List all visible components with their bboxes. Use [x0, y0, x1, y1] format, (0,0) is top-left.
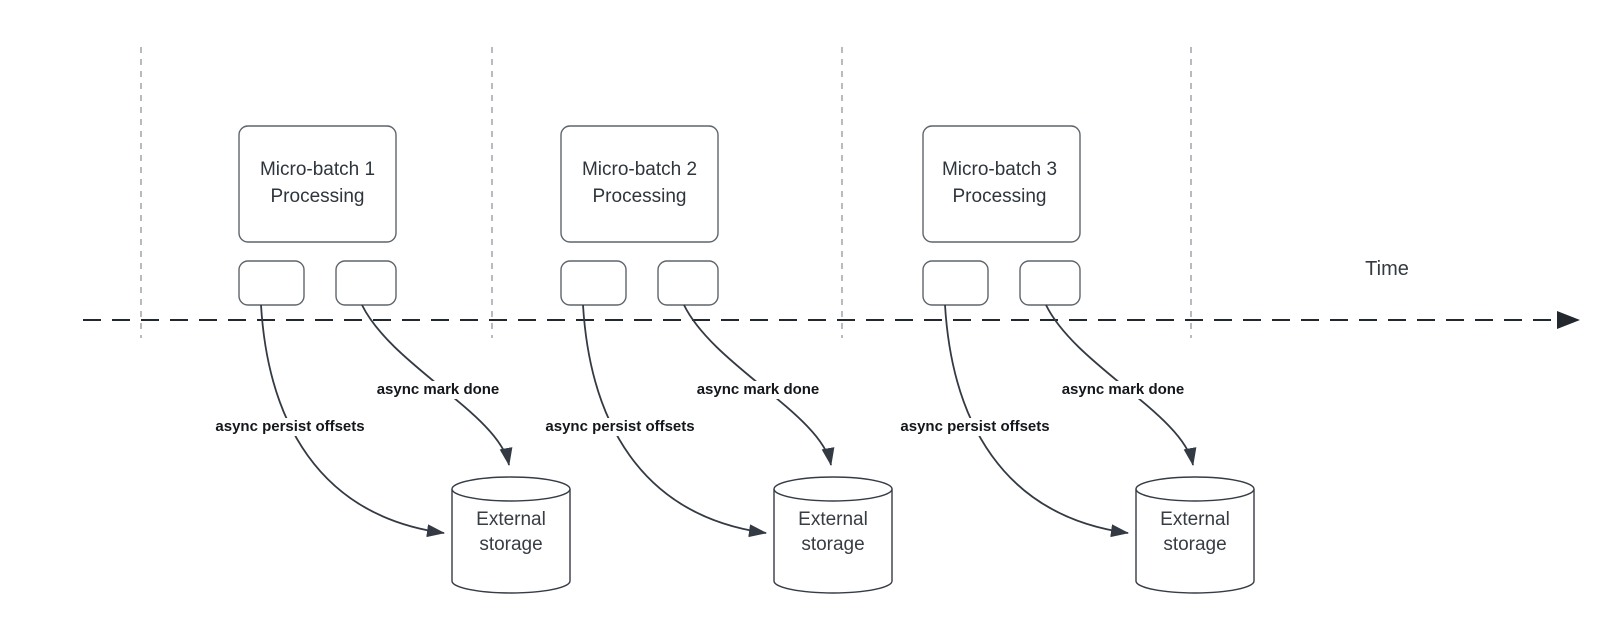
time-axis — [83, 311, 1580, 329]
microbatch-1-processing-box — [238, 125, 397, 243]
time-axis-arrowhead-icon — [1557, 311, 1580, 329]
persist-offsets-arrow — [944, 304, 1129, 538]
microbatch-2-box-label: Micro-batch 2 Processing — [581, 159, 698, 207]
persist-offsets-label: async persist offsets — [896, 418, 1054, 436]
time-axis-label: Time — [1365, 258, 1409, 280]
mark-done-label: async mark done — [372, 381, 504, 399]
microbatch-2-offset-task-rect — [560, 260, 627, 306]
external-storage-cylinder-body — [1135, 489, 1255, 594]
external-storage-cylinder-body — [451, 489, 571, 594]
persist-offsets-label: async persist offsets — [541, 418, 699, 436]
microbatch-3-processing-box — [922, 125, 1081, 243]
external-storage-label: External storage — [476, 509, 546, 555]
microbatch-1-done-task-rect — [335, 260, 397, 306]
external-storage-cylinder-top — [451, 476, 571, 502]
mark-done-label: async mark done — [1057, 381, 1189, 399]
microbatch-1-box-label: Micro-batch 1 Processing — [259, 159, 376, 207]
persist-offsets-arrow — [260, 304, 445, 538]
microbatch-1-offset-task-rect — [238, 260, 305, 306]
microbatch-3-done-task-rect — [1019, 260, 1081, 306]
persist-offsets-label: async persist offsets — [211, 418, 369, 436]
time-guide-lines — [140, 47, 1192, 338]
batch-3-group — [922, 125, 1255, 594]
external-storage-cylinder-top — [1135, 476, 1255, 502]
external-storage-cylinder-body — [773, 489, 893, 594]
external-storage-cylinder-top — [773, 476, 893, 502]
mark-done-label: async mark done — [692, 381, 824, 399]
persist-offsets-arrow — [582, 304, 767, 538]
microbatch-3-box-label: Micro-batch 3 Processing — [941, 159, 1058, 207]
microbatch-2-processing-box — [560, 125, 719, 243]
external-storage-label: External storage — [798, 509, 868, 555]
microbatch-2-done-task-rect — [657, 260, 719, 306]
external-storage-label: External storage — [1160, 509, 1230, 555]
microbatch-3-offset-task-rect — [922, 260, 989, 306]
batch-1-group — [238, 125, 571, 594]
